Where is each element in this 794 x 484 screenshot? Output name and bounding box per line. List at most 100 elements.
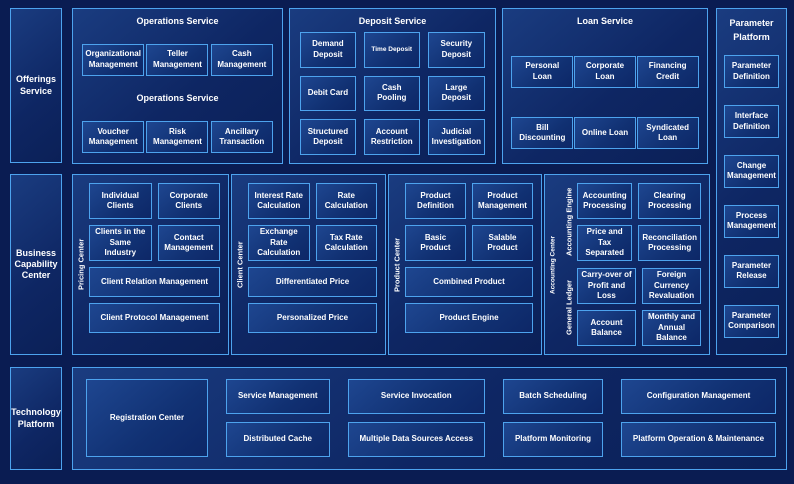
rail-business-capability-center: Business Capability Center [10,174,62,355]
block-exchange-rate-calculation: Exchange Rate Calculation [248,225,310,261]
block-parameter-definition: Parameter Definition [724,55,779,89]
block-interest-rate-calculation: Interest Rate Calculation [248,183,310,219]
block-demand-deposit: Demand Deposit [300,32,356,68]
block-corporate-clients: Corporate Clients [157,183,220,219]
group-general-ledger: General Ledger Carry-over of Profit and … [561,268,701,346]
general-ledger-vertical-label: General Ledger [564,279,574,335]
block-time-deposit: Time Deposit [363,32,420,68]
accounting-center-vertical-label: Accounting Center [549,235,557,294]
block-ancillary-transaction: Ancillary Transaction [210,120,273,153]
block-basic-product: Basic Product [405,225,466,261]
block-product-engine: Product Engine [405,303,533,333]
bottom-column-1: Service Management Distributed Cache [226,379,330,457]
block-financing-credit: Financing Credit [636,55,699,88]
panel-accounting-center: Accounting Center Accounting Engine Acco… [544,174,710,355]
block-price-tax-separated: Price and Tax Separated [577,225,633,261]
block-distributed-cache: Distributed Cache [226,422,330,457]
block-parameter-release: Parameter Release [724,254,779,288]
operations-service-title: Operations Service [136,16,219,26]
product-center-grid: Product Definition Product Management Ba… [405,183,533,261]
loan-service-title: Loan Service [576,16,634,26]
block-parameter-comparison: Parameter Comparison [724,304,779,338]
block-account-balance: Account Balance [577,310,636,346]
block-service-management: Service Management [226,379,330,414]
rail-technology-platform: Technology Platform [10,367,62,470]
block-personalized-price: Personalized Price [248,303,377,333]
operations-service-mid-label: Operations Service [136,93,219,104]
group-accounting-engine: Accounting Engine Accounting Processing … [561,183,701,261]
block-platform-operation-maintenance: Platform Operation & Maintenance [620,422,777,457]
block-process-management: Process Management [724,204,779,238]
block-batch-scheduling: Batch Scheduling [503,379,603,414]
block-tax-rate-calculation: Tax Rate Calculation [315,225,377,261]
panel-client-center: Client Center Interest Rate Calculation … [231,174,386,355]
block-registration-center: Registration Center [86,379,208,457]
panel-operations-service: Operations Service Organizational Manage… [72,8,283,164]
block-large-deposit: Large Deposit [427,75,485,112]
block-combined-product: Combined Product [405,267,533,297]
block-security-deposit: Security Deposit [427,32,485,68]
block-clearing-processing: Clearing Processing [638,183,701,219]
block-configuration-management: Configuration Management [620,379,777,414]
block-monthly-annual-balance: Monthly and Annual Balance [642,310,701,346]
deposit-service-title: Deposit Service [358,16,427,26]
panel-pricing-center: Pricing Center Individual Clients Corpor… [72,174,229,355]
block-debit-card: Debit Card [300,75,356,112]
panel-product-center: Product Center Product Definition Produc… [388,174,542,355]
pricing-center-vertical-label: Pricing Center [76,238,86,291]
client-center-vertical-label: Client Center [235,241,245,288]
loan-row-1: Personal Loan Corporate Loan Financing C… [503,55,707,88]
block-teller-management: Teller Management [146,43,209,76]
block-syndicated-loan: Syndicated Loan [636,117,699,149]
block-individual-clients: Individual Clients [89,183,152,219]
block-carry-over-profit-loss: Carry-over of Profit and Loss [577,268,636,304]
panel-parameter-platform: Parameter Platform Parameter Definition … [716,8,787,355]
parameter-platform-items: Parameter Definition Interface Definitio… [717,45,786,354]
block-interface-definition: Interface Definition [724,105,779,139]
block-organizational-management: Organizational Management [82,43,145,76]
block-cash-management: Cash Management [210,43,273,76]
operations-row-2: Voucher Management Risk Management Ancil… [73,120,282,153]
block-personal-loan: Personal Loan [511,55,574,88]
block-change-management: Change Management [724,154,779,188]
block-corporate-loan: Corporate Loan [573,55,636,88]
block-bill-discounting: Bill Discounting [511,117,574,149]
panel-deposit-service: Deposit Service Demand Deposit Time Depo… [289,8,496,164]
panel-technology-platform: Registration Center Service Management D… [72,367,787,470]
block-cash-pooling: Cash Pooling [363,75,420,112]
block-platform-monitoring: Platform Monitoring [503,422,603,457]
block-online-loan: Online Loan [573,117,636,149]
block-client-relation-management: Client Relation Management [89,267,220,297]
block-rate-calculation: Rate Calculation [315,183,377,219]
bottom-column-3: Batch Scheduling Platform Monitoring [503,379,603,457]
block-multiple-data-sources-access: Multiple Data Sources Access [347,422,485,457]
block-contact-management: Contact Management [157,225,220,261]
block-product-management: Product Management [472,183,533,219]
block-clients-same-industry: Clients in the Same Industry [89,225,152,261]
client-center-grid: Interest Rate Calculation Rate Calculati… [248,183,377,261]
accounting-engine-vertical-label: Accounting Engine [564,187,574,257]
operations-row-1: Organizational Management Teller Managem… [73,43,282,76]
pricing-center-grid: Individual Clients Corporate Clients Cli… [89,183,220,261]
block-risk-management: Risk Management [146,120,209,153]
block-structured-deposit: Structured Deposit [300,119,356,155]
panel-loan-service: Loan Service Personal Loan Corporate Loa… [502,8,708,164]
block-foreign-currency-revaluation: Foreign Currency Revaluation [642,268,701,304]
block-judicial-investigation: Judicial Investigation [427,119,485,155]
bottom-column-4: Configuration Management Platform Operat… [620,379,777,457]
block-product-definition: Product Definition [405,183,466,219]
block-differentiated-price: Differentiated Price [248,267,377,297]
parameter-platform-title: Parameter Platform [729,18,774,43]
block-accounting-processing: Accounting Processing [577,183,633,219]
block-salable-product: Salable Product [472,225,533,261]
block-reconciliation-processing: Reconciliation Processing [638,225,701,261]
rail-offerings-service: Offerings Service [10,8,62,163]
block-service-invocation: Service Invocation [347,379,485,414]
block-account-restriction: Account Restriction [363,119,420,155]
block-voucher-management: Voucher Management [82,120,145,153]
block-client-protocol-management: Client Protocol Management [89,303,220,333]
product-center-vertical-label: Product Center [392,237,402,292]
deposit-grid: Demand Deposit Time Deposit Security Dep… [290,26,495,163]
bottom-column-2: Service Invocation Multiple Data Sources… [347,379,485,457]
